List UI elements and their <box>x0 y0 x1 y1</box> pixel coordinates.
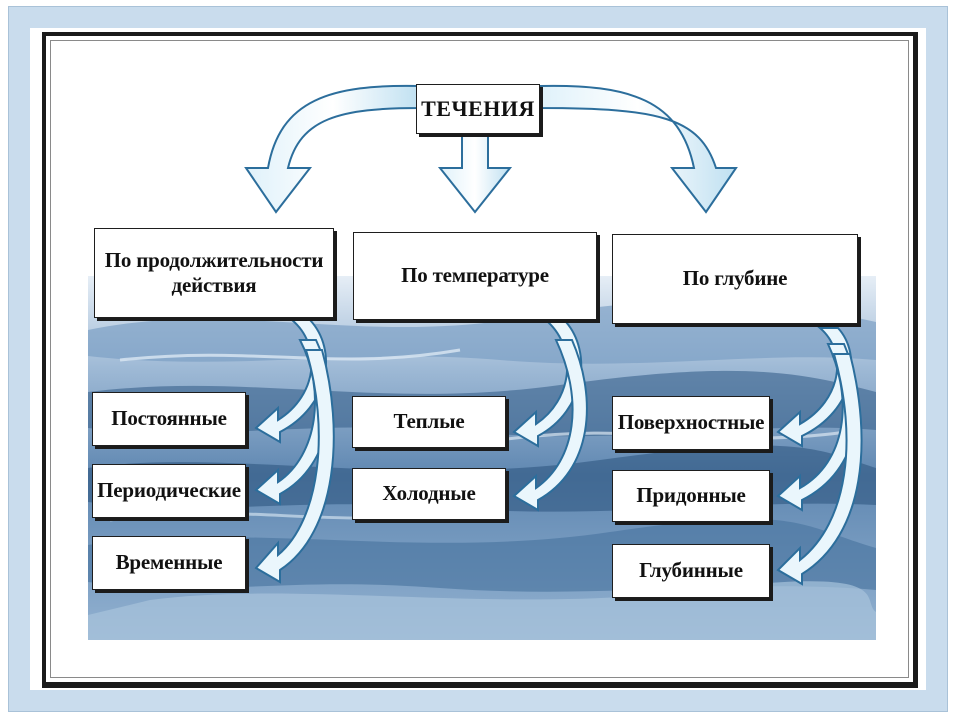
item-label: Придонные <box>636 483 746 508</box>
item-box-poverhnostnye: Поверхностные <box>612 396 770 450</box>
item-label: Временные <box>115 550 223 575</box>
top-arrows <box>244 84 738 214</box>
item-label: Теплые <box>393 409 465 434</box>
item-label: Глубинные <box>639 558 743 583</box>
column-1-arrows <box>254 319 335 584</box>
category-box-temperature: По температуре <box>353 232 597 320</box>
category-label-depth: По глубине <box>682 266 788 291</box>
category-box-duration: По продолжительности действия <box>94 228 334 318</box>
category-box-depth: По глубине <box>612 234 858 324</box>
item-box-holodnye: Холодные <box>352 468 506 520</box>
title-box: ТЕЧЕНИЯ <box>416 84 540 134</box>
item-box-periodicheskie: Периодические <box>92 464 246 518</box>
title-text: ТЕЧЕНИЯ <box>421 95 535 121</box>
column-2-arrows <box>512 321 588 512</box>
category-label-temperature: По температуре <box>401 263 549 288</box>
column-3-arrows <box>776 327 863 586</box>
item-box-postoyannye: Постоянные <box>92 392 246 446</box>
item-box-pridonnye: Придонные <box>612 470 770 522</box>
item-label: Периодические <box>97 478 241 503</box>
item-box-vremennye: Временные <box>92 536 246 590</box>
category-label-duration: По продолжительности действия <box>104 247 324 297</box>
item-box-glubinnye: Глубинные <box>612 544 770 598</box>
item-label: Поверхностные <box>617 410 765 435</box>
item-label: Холодные <box>382 481 476 506</box>
item-box-teplye: Теплые <box>352 396 506 448</box>
item-label: Постоянные <box>111 406 227 431</box>
